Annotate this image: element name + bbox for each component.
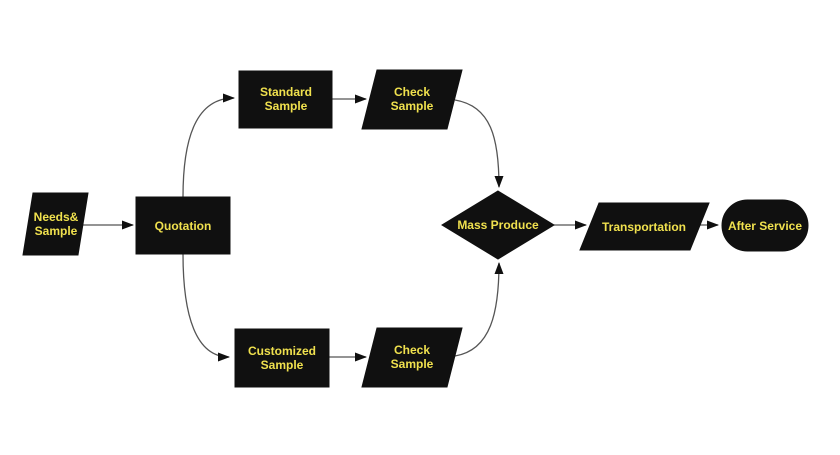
standard-sample-shape [238,70,333,129]
customized-sample-label-line2: Sample [261,358,304,372]
quotation-label: Quotation [155,219,212,233]
mass-produce-shape [441,190,555,260]
check-sample-top-label-line1: Check [394,85,430,99]
connector-quotation-to-standard-sample [182,93,235,198]
customized-sample-label-line1: Customized [248,344,316,358]
check-sample-bottom-shape [361,327,463,388]
after-service-shape [721,199,809,252]
after-service-label: After Service [728,219,802,233]
node-quotation: Quotation [135,196,231,255]
transportation-shape [579,202,710,251]
node-standard-sample: Standard Sample [238,70,333,129]
check-sample-top-label-line2: Sample [391,99,434,113]
customized-sample-shape [234,328,330,388]
connector-quotation-to-customized-sample [182,253,230,362]
node-transportation: Transportation [579,202,710,251]
quotation-shape [135,196,231,255]
needs-sample-label-line2: Sample [35,224,78,238]
check-sample-bottom-label-line1: Check [394,343,430,357]
connector-check-sample-top-to-mass-produce [454,99,504,188]
check-sample-bottom-label-line2: Sample [391,357,434,371]
node-customized-sample: Customized Sample [234,328,330,388]
node-needs-sample: Needs& Sample [22,192,89,256]
node-mass-produce: Mass Produce [441,190,555,260]
standard-sample-label-line1: Standard [260,85,312,99]
transportation-label: Transportation [602,220,686,234]
needs-sample-shape [22,192,89,256]
check-sample-top-shape [361,69,463,130]
node-check-sample-bottom: Check Sample [361,327,463,388]
connector-check-sample-bottom-to-mass-produce [454,262,504,357]
node-after-service: After Service [721,199,809,252]
mass-produce-label: Mass Produce [457,218,539,232]
needs-sample-label-line1: Needs& [34,210,79,224]
node-check-sample-top: Check Sample [361,69,463,130]
standard-sample-label-line2: Sample [265,99,308,113]
